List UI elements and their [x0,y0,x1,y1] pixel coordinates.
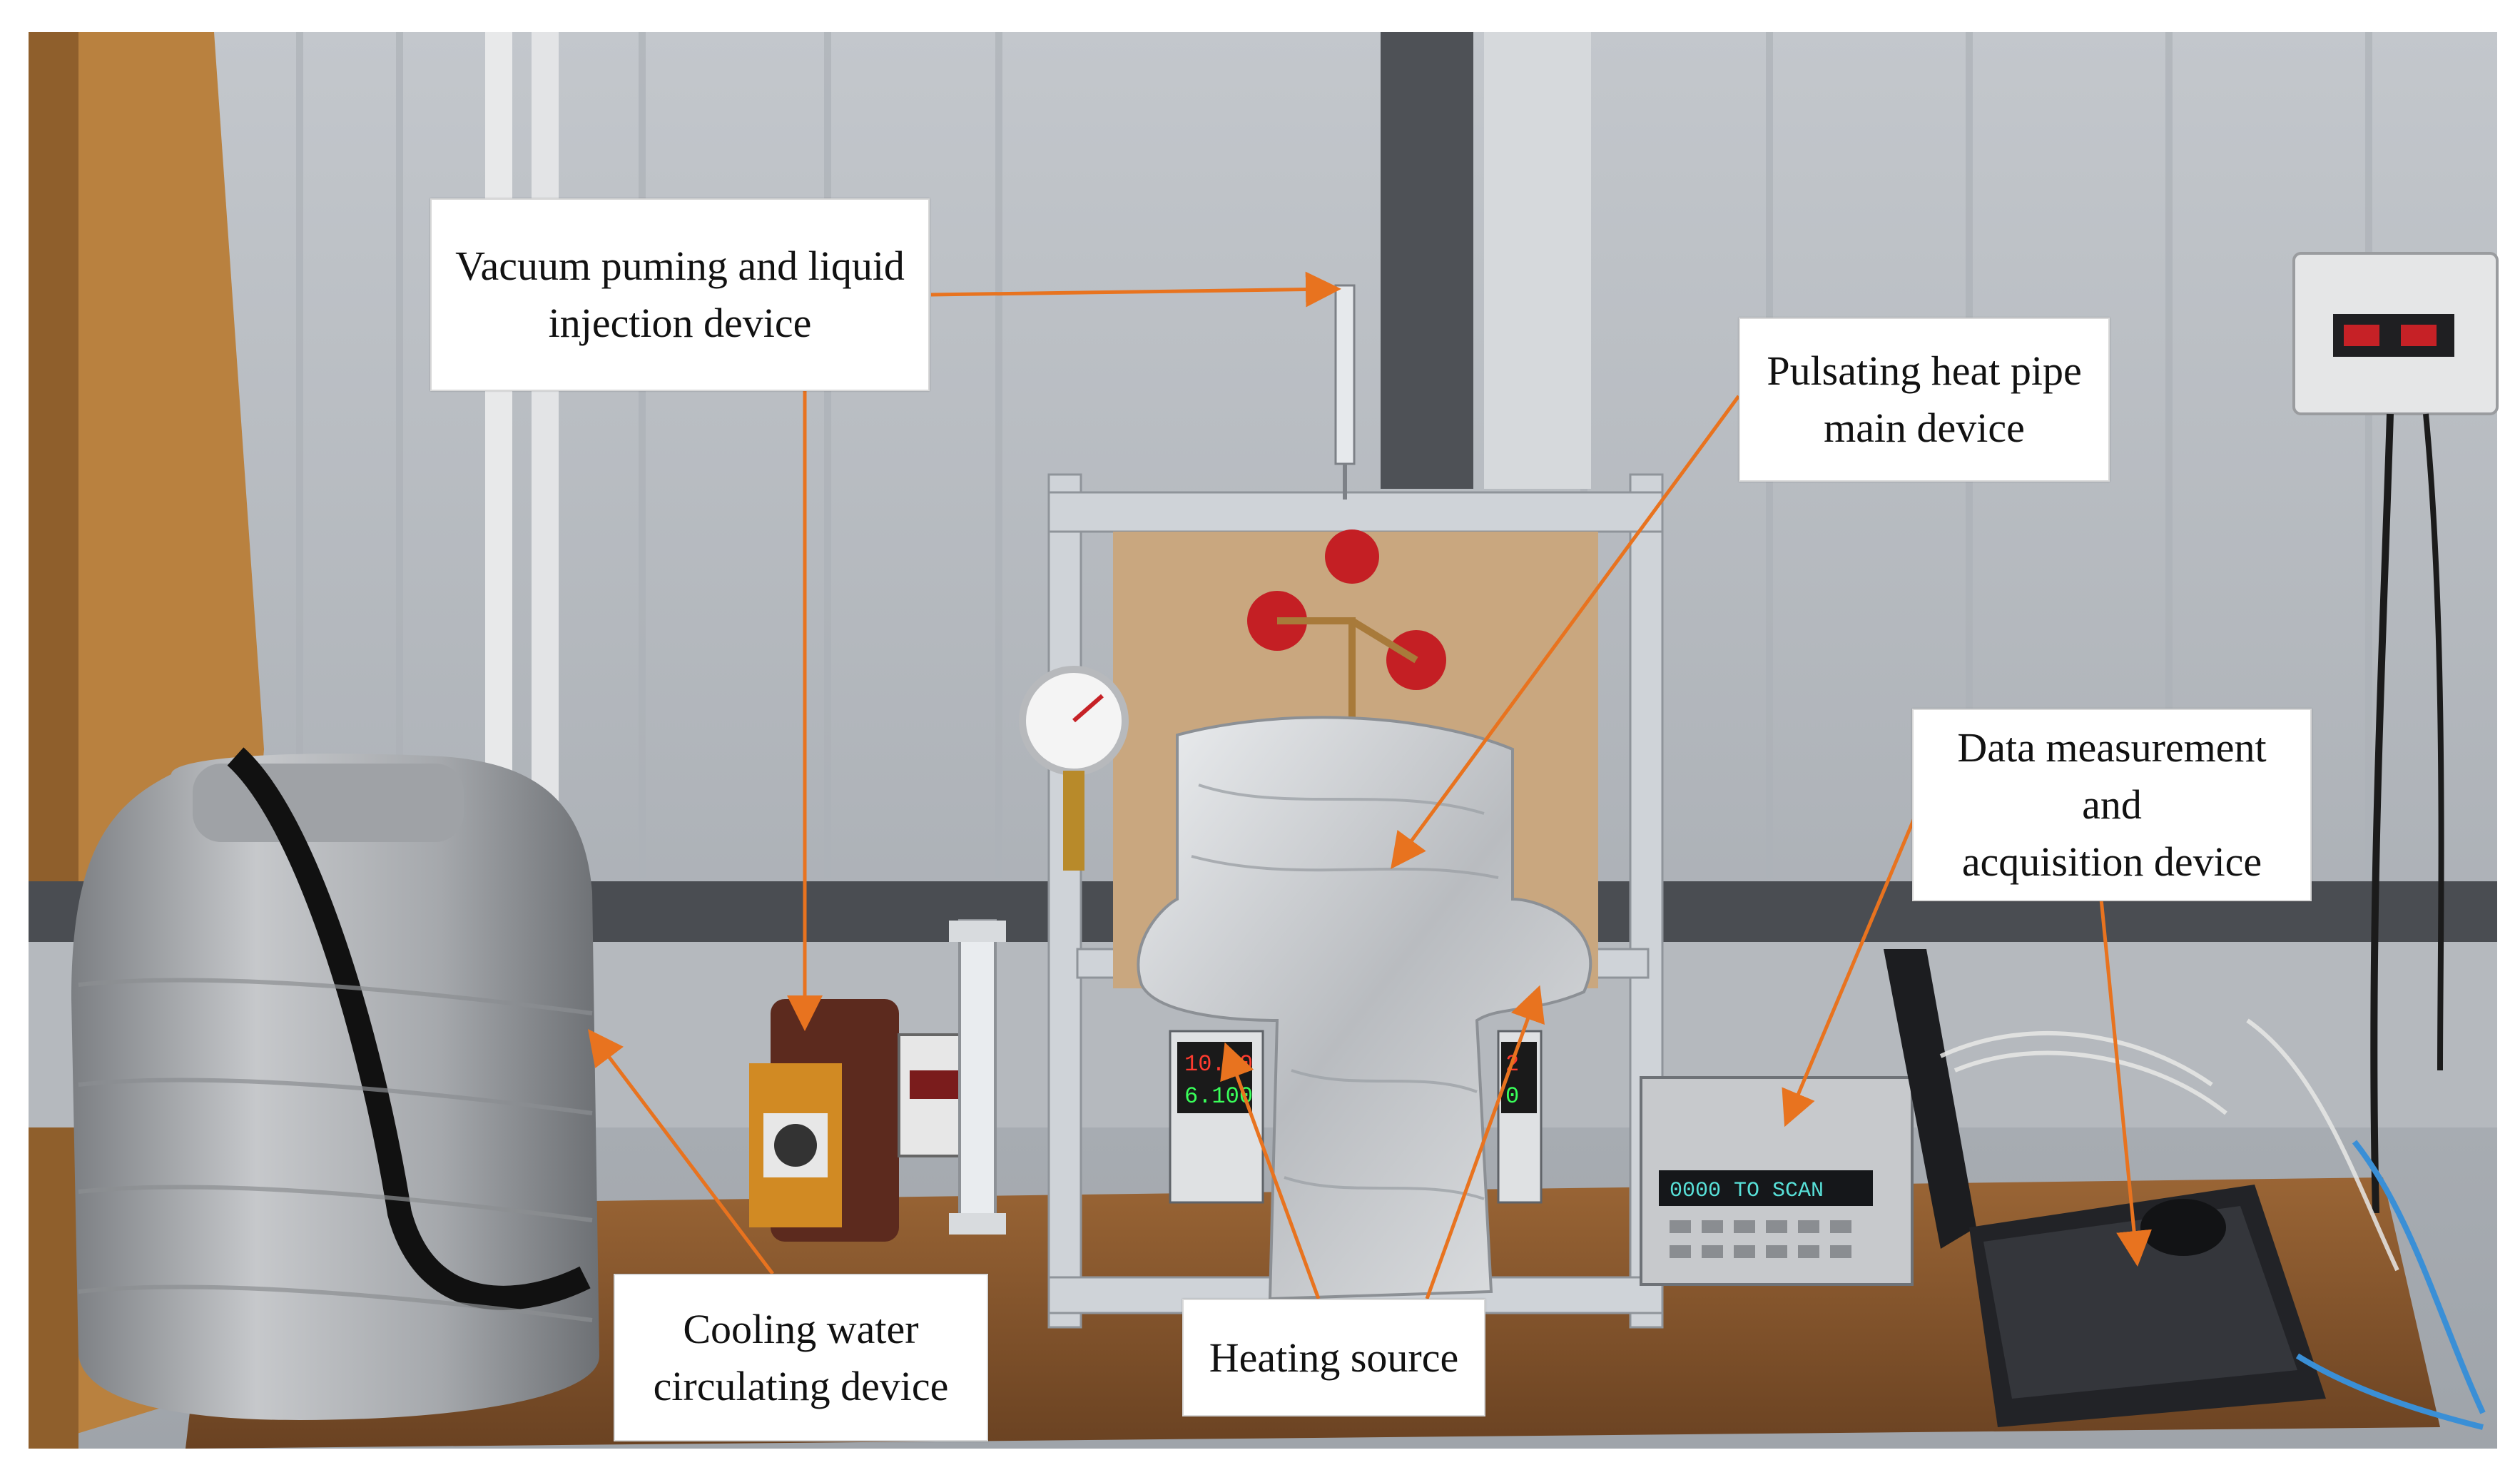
label-pulsating-line2: main device [1824,405,2025,451]
label-pulsating-heat-pipe: Pulsating heat pipe main device [1739,318,2110,482]
brass-fittings [1277,617,1418,753]
wall-light-panel [1484,32,1591,489]
label-data-line2: acquisition device [1961,838,2262,885]
door-edge [29,32,78,1449]
label-data-line1: Data measurement and [1957,724,2267,828]
label-cooling-water: Cooling water circulating device [614,1274,988,1441]
flowmeter [949,919,1006,1235]
laptop [1884,949,2326,1427]
label-heating-source: Heating source [1182,1299,1485,1416]
wall-thermostat [2292,252,2499,1214]
psu-left-top-readout: 10.00 [1184,1051,1253,1078]
wall-dark-column [1381,32,1473,489]
label-vacuum-line2: injection device [548,300,812,346]
white-pipe-right [532,32,559,874]
label-heating-line1: Heating source [1209,1334,1459,1381]
arrow-icon [1391,395,1741,870]
arrow-icon [1425,985,1545,1299]
arrow-icon [1220,1042,1321,1299]
foil-wrapped-pipe [1137,716,1592,1301]
cooling-water-tank [71,747,599,1420]
label-vacuum-line1: Vacuum puming and liquid [455,243,905,289]
power-supply-right: 2 0 [1497,1030,1543,1204]
label-pulsating-line1: Pulsating heat pipe [1767,348,2082,394]
data-acquisition-unit: 0000 TO SCAN [1640,1076,1914,1286]
cable-bundle [1939,1018,2399,1272]
label-cooling-line2: circulating device [653,1362,949,1409]
label-cooling-line1: Cooling water [683,1305,919,1352]
annotation-arrows [587,271,2152,1299]
power-supply-left: 10.00 6.100 [1169,1030,1264,1204]
arrow-icon [2099,898,2152,1267]
syringe [1334,284,1356,500]
arrow-icon [930,271,1341,308]
arrow-icon [587,1029,774,1275]
label-vacuum-device: Vacuum puming and liquid injection devic… [430,198,930,391]
pressure-gauge [1019,666,1129,871]
blue-cables [2295,1140,2486,1430]
psu-right-bottom-readout: 0 [1505,1083,1519,1110]
daq-display-readout: 0000 TO SCAN [1670,1179,1824,1203]
white-pipe-left [485,32,512,874]
label-data-acquisition: Data measurement and acquisition device [1912,709,2312,901]
arrow-icon [1782,806,1921,1127]
